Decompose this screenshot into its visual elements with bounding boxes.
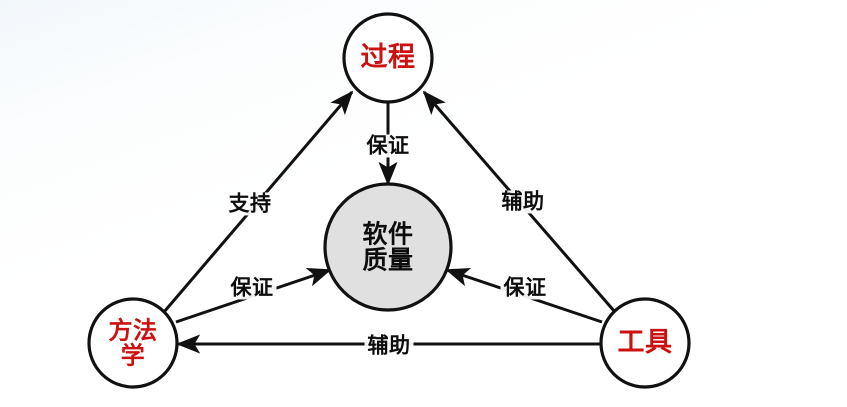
node-tools-circle[interactable] — [599, 297, 691, 389]
edge-methodology-to-quality — [175, 268, 332, 324]
edge-tools-to-quality — [445, 267, 603, 324]
node-process-circle[interactable] — [342, 12, 434, 104]
edge-methodology-to-process — [162, 90, 354, 313]
node-methodology-circle[interactable] — [87, 297, 179, 389]
node-layer — [87, 12, 691, 389]
node-software-quality-circle[interactable] — [323, 182, 453, 312]
edge-tools-to-process — [422, 90, 617, 313]
